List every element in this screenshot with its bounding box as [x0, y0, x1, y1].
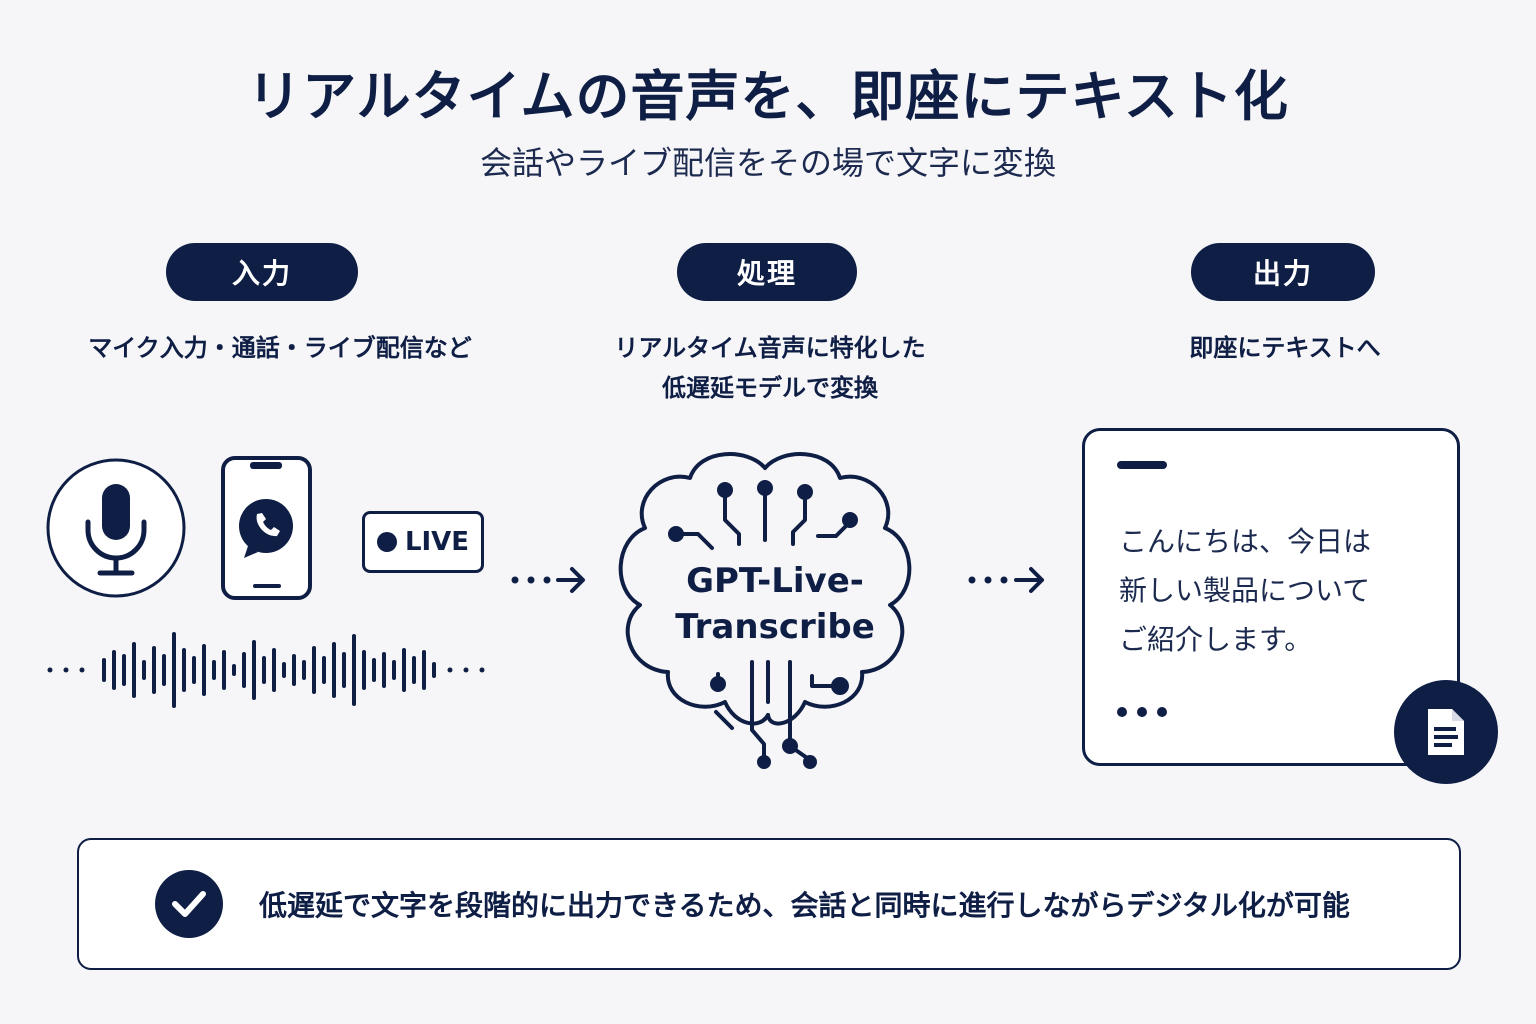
- transcript-text: こんにちは、今日は 新しい製品について ご紹介します。: [1119, 517, 1371, 664]
- step-desc-input-line: マイク入力・通話・ライブ配信など: [88, 334, 472, 362]
- live-label: LIVE: [404, 527, 470, 557]
- output-text-card: こんにちは、今日は 新しい製品について ご紹介します。: [1082, 428, 1460, 766]
- step-desc-output-line: 即座にテキストへ: [1189, 334, 1381, 362]
- model-name-line-1: GPT-Live-: [686, 561, 864, 601]
- live-indicator-dot: [376, 532, 397, 552]
- step-label-output: 出力: [1191, 243, 1375, 301]
- audio-waveform-icon: [47, 632, 485, 708]
- document-icon-glyph: [1428, 709, 1464, 755]
- flow-arrow-input-to-process: [511, 567, 585, 593]
- step-desc-process-line-2: 低遅延モデルで変換: [662, 374, 878, 402]
- smartphone-call-icon: [221, 456, 312, 600]
- page-subtitle: 会話やライブ配信をその場で文字に変換: [479, 144, 1056, 182]
- step-desc-output: 即座にテキストへ: [1090, 328, 1480, 368]
- summary-text: 低遅延で文字を段階的に出力できるため、会話と同時に進行しながらデジタル化が可能: [259, 889, 1350, 922]
- microphone-icon: [46, 458, 186, 598]
- step-label-process: 処理: [677, 243, 857, 301]
- checkmark-icon: [155, 870, 223, 938]
- page-title: リアルタイムの音声を、即座にテキスト化: [247, 65, 1289, 128]
- card-header-bar: [1117, 461, 1167, 469]
- model-name-line-2: Transcribe: [675, 607, 875, 647]
- flow-arrow-process-to-output: [968, 567, 1044, 593]
- step-desc-process-line-1: リアルタイム音声に特化した: [614, 334, 926, 362]
- transcript-line-2: 新しい製品について: [1119, 574, 1371, 607]
- transcript-line-3: ご紹介します。: [1119, 623, 1313, 656]
- brain-circuit-icon: [618, 452, 912, 769]
- step-label-input: 入力: [166, 243, 358, 301]
- live-badge: LIVE: [362, 511, 484, 573]
- transcript-line-1: こんにちは、今日は: [1119, 525, 1372, 558]
- document-icon: [1394, 680, 1498, 784]
- model-name: GPT-Live- Transcribe: [640, 558, 910, 650]
- checkmark-glyph: [172, 891, 206, 917]
- more-dots-icon: [1117, 707, 1167, 717]
- step-desc-input: マイク入力・通話・ライブ配信など: [40, 328, 520, 368]
- summary-box: 低遅延で文字を段階的に出力できるため、会話と同時に進行しながらデジタル化が可能: [77, 838, 1461, 970]
- step-desc-process: リアルタイム音声に特化した 低遅延モデルで変換: [560, 328, 980, 408]
